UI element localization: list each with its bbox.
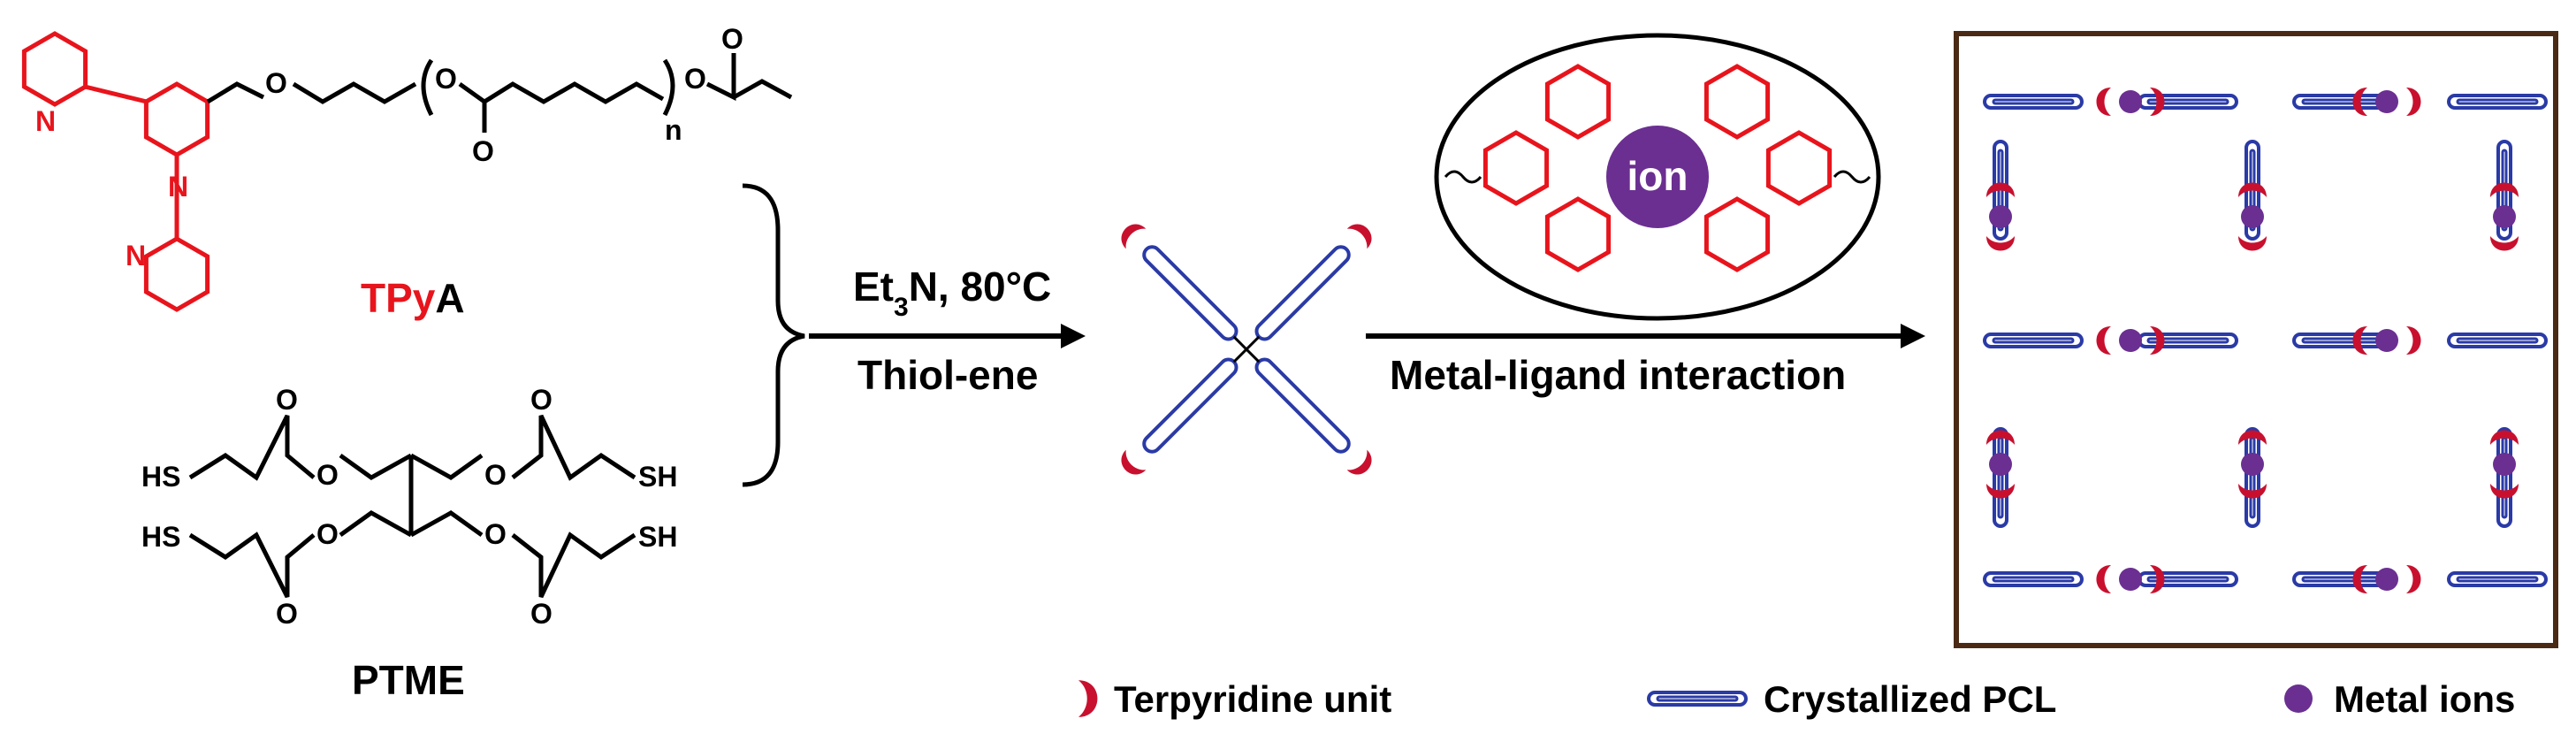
atom-n-1: N (35, 105, 56, 137)
metal-complex-inset: ion (1434, 33, 1881, 321)
ptme-label: PTME (352, 657, 465, 703)
net-nodes (1986, 88, 2519, 593)
tpya-label: TPyA (361, 275, 465, 321)
star-polymer (1116, 218, 1377, 480)
ion-sphere (1606, 126, 1709, 228)
ptme-carbonyl-o-1: O (276, 384, 298, 416)
terpyridine-ring-left (24, 34, 85, 104)
legend-metal: Metal ions (2284, 678, 2515, 720)
ptme-o-2: O (484, 459, 507, 491)
legend-pcl-label: Crystallized PCL (1764, 678, 2056, 720)
ptme-sh-1: SH (638, 461, 677, 493)
conditions-line-2: Thiol-ene (857, 352, 1038, 398)
atom-n-2: N (168, 171, 188, 203)
conditions-et: Et (853, 264, 894, 310)
legend: Terpyridine unit Crystallized PCL Metal … (1078, 678, 2515, 720)
ptme-hs-2: HS (141, 521, 180, 553)
conditions-sub: 3 (894, 293, 909, 322)
ptme-carbonyl-o-4: O (530, 598, 553, 630)
tpya-label-prefix: TPy (361, 275, 436, 321)
atom-o-acryl-carbonyl: O (721, 23, 743, 55)
ion-label: ion (1627, 153, 1688, 199)
reaction-arrow-2: Metal-ligand interaction (1366, 324, 1925, 398)
ptme-sh-2: SH (638, 521, 677, 553)
metal-ion-icon (2284, 684, 2313, 713)
terpyridine-ring-bottom (146, 239, 207, 310)
atom-o-ether: O (265, 67, 287, 99)
legend-metal-label: Metal ions (2334, 678, 2515, 720)
metal-ligand-label: Metal-ligand interaction (1390, 352, 1846, 398)
supramolecular-network (1954, 31, 2558, 648)
reactant-brace (742, 183, 805, 487)
atom-o-carbonyl: O (472, 135, 494, 167)
conditions-line-1: Et3N, 80°C (853, 264, 1051, 322)
ptme-carbonyl-o-2: O (530, 384, 553, 416)
tpya-structure: N N N O O O n O O TPyA (24, 23, 793, 321)
ptme-hs-1: HS (141, 461, 180, 493)
terpyridine-ring-center (146, 84, 207, 155)
repeat-n: n (665, 114, 682, 146)
tpya-label-suffix: A (435, 275, 464, 321)
atom-o-ester: O (435, 63, 457, 95)
conditions-rest: N, 80°C (909, 264, 1052, 310)
legend-pcl: Crystallized PCL (1647, 678, 2056, 720)
atom-n-3: N (126, 240, 146, 271)
ptme-carbonyl-o-3: O (276, 598, 298, 630)
ptme-o-3: O (316, 518, 339, 550)
atom-o-acrylate: O (684, 63, 706, 95)
ptme-o-1: O (316, 459, 339, 491)
ptme-o-4: O (484, 518, 507, 550)
ptme-structure: O O O O O O O O HS SH HS SH PTME (141, 384, 677, 703)
legend-terpyridine-label: Terpyridine unit (1114, 678, 1391, 720)
legend-terpyridine: Terpyridine unit (1078, 678, 1391, 720)
reaction-arrow-1: Et3N, 80°C Thiol-ene (809, 264, 1086, 398)
